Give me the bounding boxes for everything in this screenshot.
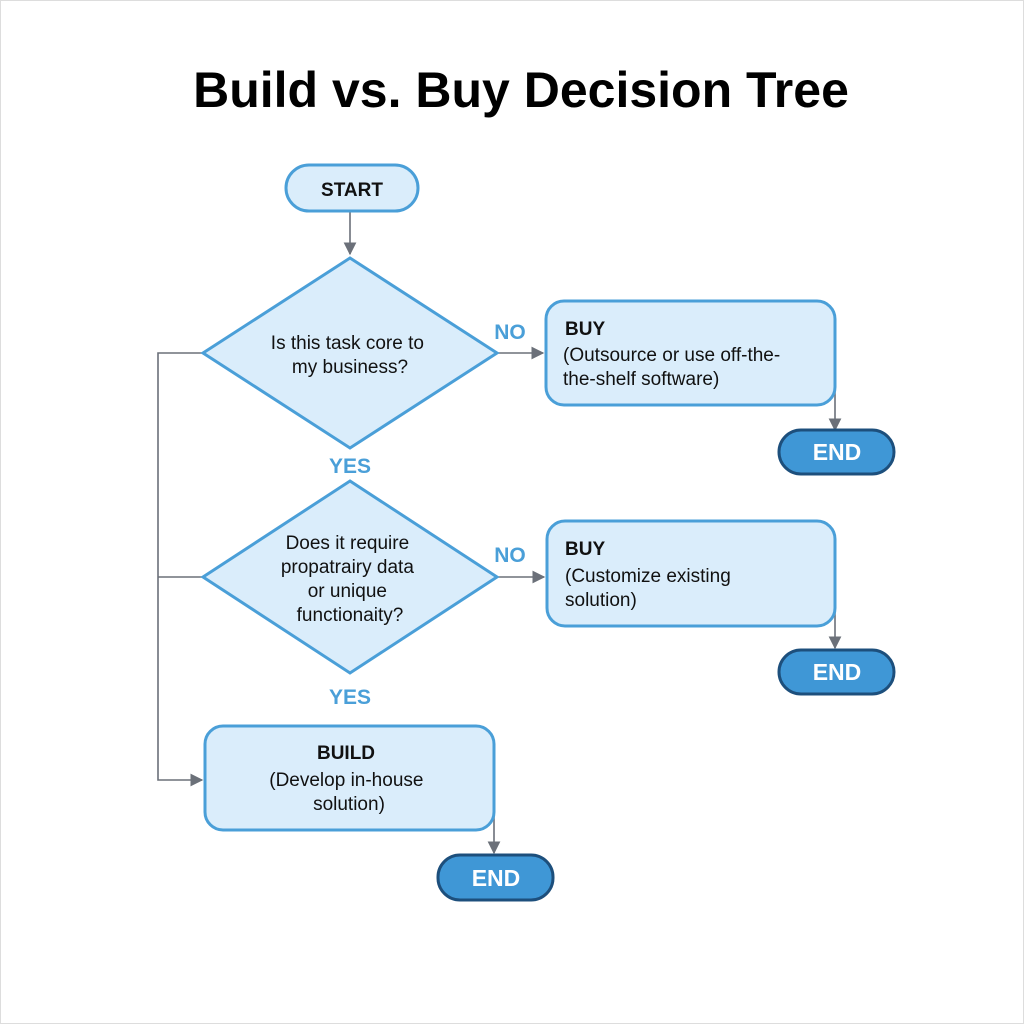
buy-outsource-node[interactable]: BUY (Outsource or use off-the- the-shelf… <box>544 299 837 407</box>
decision1-yes-label: YES <box>329 455 371 478</box>
diagram-title: Build vs. Buy Decision Tree <box>193 62 849 118</box>
buy-customize-node[interactable]: BUY (Customize existing solution) <box>545 519 837 628</box>
decision1-text: Is this task core to my business? <box>271 333 429 378</box>
buy2-heading: BUY <box>565 539 605 560</box>
build-node[interactable]: BUILD (Develop in-house solution) <box>203 724 496 832</box>
decision2-node[interactable]: Does it require propatrairy data or uniq… <box>200 479 500 675</box>
end-node-3[interactable]: END <box>436 853 555 902</box>
start-label: START <box>321 180 383 201</box>
decision1-no-label: NO <box>494 321 526 344</box>
end-label: END <box>472 865 521 891</box>
buy1-heading: BUY <box>565 319 605 340</box>
build-description: (Develop in-house solution) <box>269 770 428 815</box>
end-label: END <box>813 659 862 685</box>
build-heading: BUILD <box>317 743 375 764</box>
start-node[interactable]: START <box>284 163 420 213</box>
decision1-node[interactable]: Is this task core to my business? <box>200 256 500 450</box>
decision2-no-label: NO <box>494 544 526 567</box>
arrow-yes-to-build <box>157 352 204 787</box>
buy1-description: (Outsource or use off-the- the-shelf sof… <box>563 345 785 390</box>
end-node-1[interactable]: END <box>777 428 896 476</box>
decision2-text: Does it require propatrairy data or uniq… <box>281 533 419 626</box>
buy2-description: (Customize existing solution) <box>565 566 736 611</box>
decision2-yes-label: YES <box>329 686 371 709</box>
end-node-2[interactable]: END <box>777 648 896 696</box>
end-label: END <box>813 439 862 465</box>
